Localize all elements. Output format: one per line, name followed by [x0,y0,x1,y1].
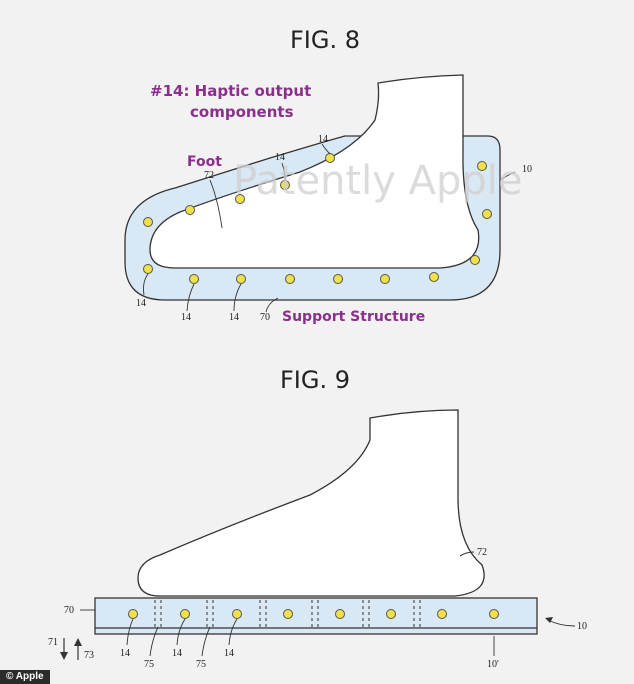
haptic-component [380,274,390,284]
ref-10-prime: 10' [487,659,499,670]
ref-14: 14 [172,648,182,659]
fig-9-title: FIG. 9 [280,366,350,394]
haptic-components-fig8 [143,153,492,284]
support-structure-label: Support Structure [282,309,425,325]
foot-label: Foot [187,154,222,170]
haptic-component [335,609,345,619]
foot-outline-fig9 [137,409,485,597]
ref-14: 14 [275,152,285,163]
lead-lines-fig8 [143,143,516,313]
ref-70: 70 [64,605,74,616]
haptic-component [143,264,153,274]
haptic-component [477,161,487,171]
haptic-component [386,609,396,619]
fig-8-title: FIG. 8 [290,26,360,54]
image-credit: © Apple [0,670,50,684]
haptic-component [333,274,343,284]
haptic-component [437,609,447,619]
ref-14: 14 [181,312,191,323]
lead-lines-fig9 [80,551,576,657]
haptic-component [185,205,195,215]
ref-75: 75 [196,659,206,670]
ref-71: 71 [48,637,58,648]
foot-outline-fig8 [149,74,480,269]
ref-73: 73 [84,650,94,661]
watermark: Patently Apple [233,158,523,204]
haptic-annotation-line1: #14: Haptic output [150,82,311,100]
haptic-component [285,274,295,284]
haptic-component [280,180,290,190]
haptic-component [143,217,153,227]
haptic-annotation-line2: components [190,103,294,121]
ref-14: 14 [318,134,328,145]
haptic-component [429,272,439,282]
haptic-component [489,609,499,619]
ref-72: 72 [477,547,487,558]
ref-14: 14 [120,648,130,659]
arrowhead [545,617,553,623]
ref-75: 75 [144,659,154,670]
haptic-component [236,274,246,284]
ref-14: 14 [229,312,239,323]
ref-14: 14 [136,298,146,309]
haptic-component [232,609,242,619]
haptic-component [470,255,480,265]
ref-10: 10 [577,621,587,632]
segment-separators [154,600,421,630]
haptic-components-fig9 [128,609,499,619]
haptic-component [189,274,199,284]
haptic-component [235,194,245,204]
ref-10: 10 [522,164,532,175]
direction-arrows [60,638,82,660]
haptic-component [283,609,293,619]
haptic-component [482,209,492,219]
fig-9: FIG. 9 [48,366,587,670]
fig-8: FIG. 8 [124,26,532,325]
haptic-component [128,609,138,619]
ref-70: 70 [260,312,270,323]
ref-14: 14 [224,648,234,659]
ref-72: 72 [204,170,214,181]
haptic-component [180,609,190,619]
